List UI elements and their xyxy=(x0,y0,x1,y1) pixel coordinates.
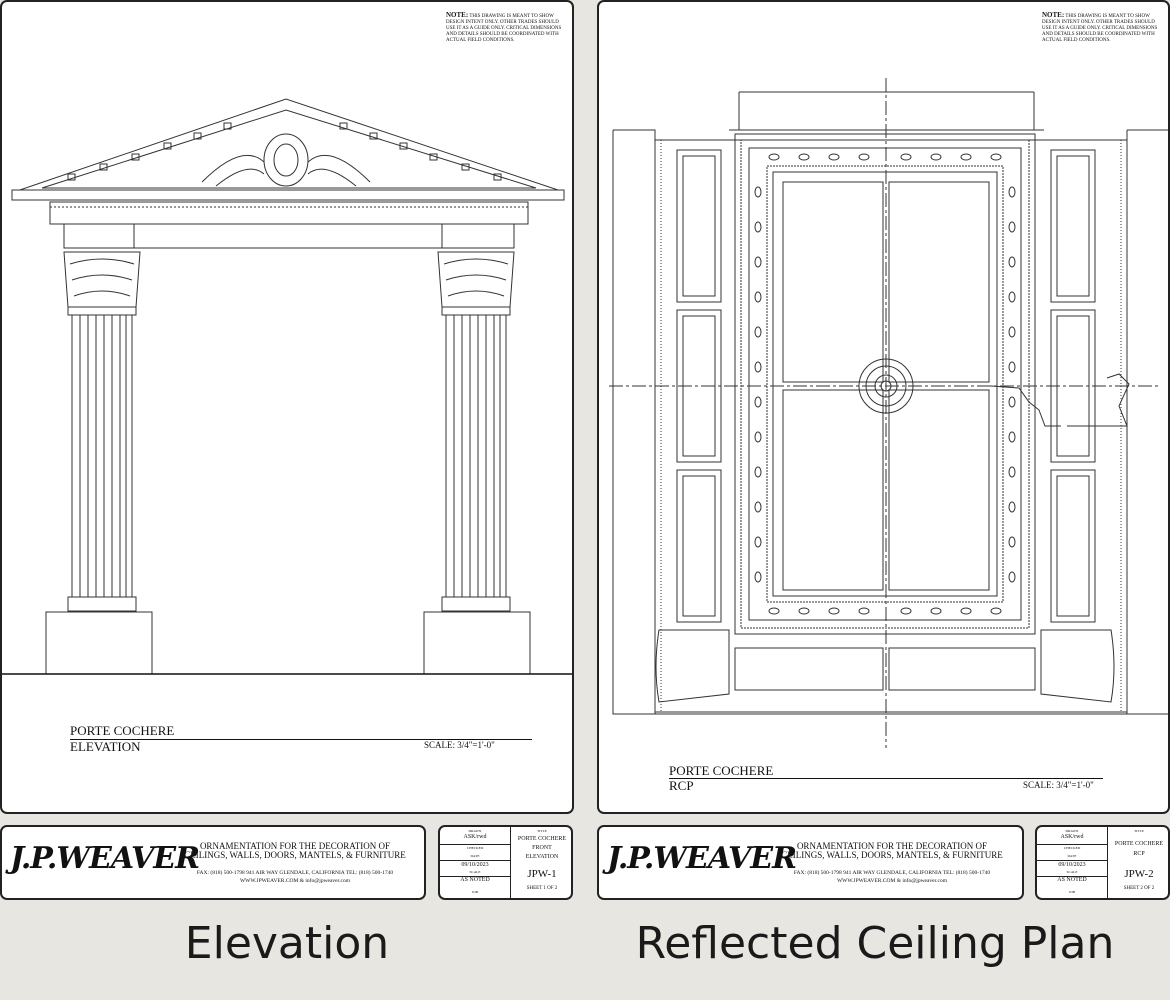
sheet-title-line-2: FRONT xyxy=(532,845,552,851)
inner-panel-top-left xyxy=(782,181,884,383)
sheet-title-line-2: RCP xyxy=(1133,851,1145,857)
left-sheet-info-block: DRAWN ASK/rwd CHECKED DATE 09/10/2023 SC… xyxy=(438,825,573,900)
rcp-scale: SCALE: 3/4"=1'-0" xyxy=(1023,780,1094,790)
checked-label: CHECKED xyxy=(466,846,484,850)
right-corner-pad xyxy=(1040,629,1115,703)
lower-panel-left xyxy=(734,647,884,691)
elevation-title: PORTE COCHERE xyxy=(70,723,175,738)
elevation-sheet: NOTE: This drawing is meant to show desi… xyxy=(0,0,574,814)
drawn-value: ASK/rwd xyxy=(1060,834,1084,840)
rcp-subtitle: RCP xyxy=(669,778,694,793)
rcp-drawing xyxy=(609,78,1168,748)
checked-label: CHECKED xyxy=(1063,846,1081,850)
note-heading: NOTE: xyxy=(446,11,469,19)
company-contact-1: FAX: (818) 500-1798 941 AIR WAY GLENDALE… xyxy=(793,870,991,876)
right-wall-panel-1 xyxy=(1050,149,1096,303)
sheet-number: JPW-2 xyxy=(1124,868,1154,880)
jpweaver-logo: J.P.WEAVER xyxy=(10,841,200,876)
drawn-value: ASK/rwd xyxy=(463,834,487,840)
company-headline-2: CEILINGS, WALLS, DOORS, MANTELS, & FURNI… xyxy=(781,850,1003,860)
inner-panel-bottom-left xyxy=(782,389,884,591)
company-headline-1: ORNAMENTATION FOR THE DECORATION OF xyxy=(199,841,391,851)
inner-panel-top-right xyxy=(888,181,990,383)
scale-value: AS NOTED xyxy=(1057,877,1087,883)
beam-section xyxy=(990,373,1130,427)
elevation-scale: SCALE: 3/4"=1'-0" xyxy=(424,740,495,750)
left-column xyxy=(45,251,153,675)
date-value: 09/10/2023 xyxy=(1058,862,1086,868)
company-contact-2: WWW.JPWEAVER.COM & info@jpweaver.com xyxy=(836,878,947,884)
reflected-ceiling-plan-label: Reflected Ceiling Plan xyxy=(635,918,1115,969)
sheet-number: JPW-1 xyxy=(527,868,557,880)
right-company-title-block: J.P.WEAVER ORNAMENTATION FOR THE DECORAT… xyxy=(597,825,1024,900)
title-label: TITLE xyxy=(537,829,547,833)
left-wall-panel-1 xyxy=(676,149,722,303)
inner-panel-bottom-right xyxy=(888,389,990,591)
caption-rule xyxy=(669,778,1103,779)
ceiling-border xyxy=(734,133,1036,635)
company-contact-2: WWW.JPWEAVER.COM & info@jpweaver.com xyxy=(239,878,350,884)
elevation-drawing xyxy=(2,98,572,675)
company-headline-2: CEILINGS, WALLS, DOORS, MANTELS, & FURNI… xyxy=(184,850,406,860)
drawn-label: DRAWN xyxy=(1065,829,1079,833)
rcp-sheet: NOTE: This drawing is meant to show desi… xyxy=(597,0,1170,814)
sheet-title-line-3: ELEVATION xyxy=(525,854,559,860)
sheet-title-line-1: PORTE COCHERE xyxy=(517,836,567,842)
scale-label: SCALE xyxy=(1066,870,1078,874)
left-corner-pad xyxy=(655,629,730,703)
scale-value: AS NOTED xyxy=(460,877,490,883)
scale-label: SCALE xyxy=(469,870,481,874)
job-label: JOB xyxy=(471,890,479,894)
date-label: DATE xyxy=(470,854,480,858)
job-label: JOB xyxy=(1068,890,1076,894)
left-plinth xyxy=(45,611,153,675)
elevation-subtitle: ELEVATION xyxy=(70,739,141,754)
pediment xyxy=(13,98,565,193)
drawn-label: DRAWN xyxy=(468,829,482,833)
elevation-label: Elevation xyxy=(184,918,390,969)
caption-rule xyxy=(70,739,532,740)
sheet-of: SHEET 1 OF 2 xyxy=(526,886,558,891)
right-column xyxy=(423,251,531,675)
left-wall-panel-3 xyxy=(676,469,722,623)
lower-panel-right xyxy=(888,647,1036,691)
cornice xyxy=(11,189,565,201)
right-sheet-info-block: DRAWN ASK/rwd CHECKED DATE 09/10/2023 SC… xyxy=(1035,825,1170,900)
company-contact-1: FAX: (818) 500-1798 941 AIR WAY GLENDALE… xyxy=(196,870,394,876)
note-heading: NOTE: xyxy=(1042,11,1065,19)
architrave xyxy=(63,223,515,249)
note-text: This drawing is meant to show design int… xyxy=(1042,14,1158,43)
note-text: This drawing is meant to show design int… xyxy=(446,14,562,43)
company-headline-1: ORNAMENTATION FOR THE DECORATION OF xyxy=(796,841,988,851)
sheet-of: SHEET 2 OF 2 xyxy=(1123,886,1155,891)
frieze xyxy=(49,201,529,225)
ceiling-rosettes xyxy=(754,153,1016,615)
pediment-rosettes xyxy=(67,122,502,181)
right-wall-panel-3 xyxy=(1050,469,1096,623)
rcp-title: PORTE COCHERE xyxy=(669,763,774,778)
date-value: 09/10/2023 xyxy=(461,862,489,868)
date-label: DATE xyxy=(1067,854,1077,858)
design-intent-note: NOTE: This drawing is meant to show desi… xyxy=(1042,12,1160,44)
pediment-cartouche xyxy=(263,133,309,187)
right-plinth xyxy=(423,611,531,675)
jpweaver-logo: J.P.WEAVER xyxy=(607,841,797,876)
left-company-title-block: J.P.WEAVER ORNAMENTATION FOR THE DECORAT… xyxy=(0,825,426,900)
sheet-title-line-1: PORTE COCHERE xyxy=(1114,841,1164,847)
title-label: TITLE xyxy=(1134,829,1144,833)
design-intent-note: NOTE: This drawing is meant to show desi… xyxy=(446,12,564,44)
